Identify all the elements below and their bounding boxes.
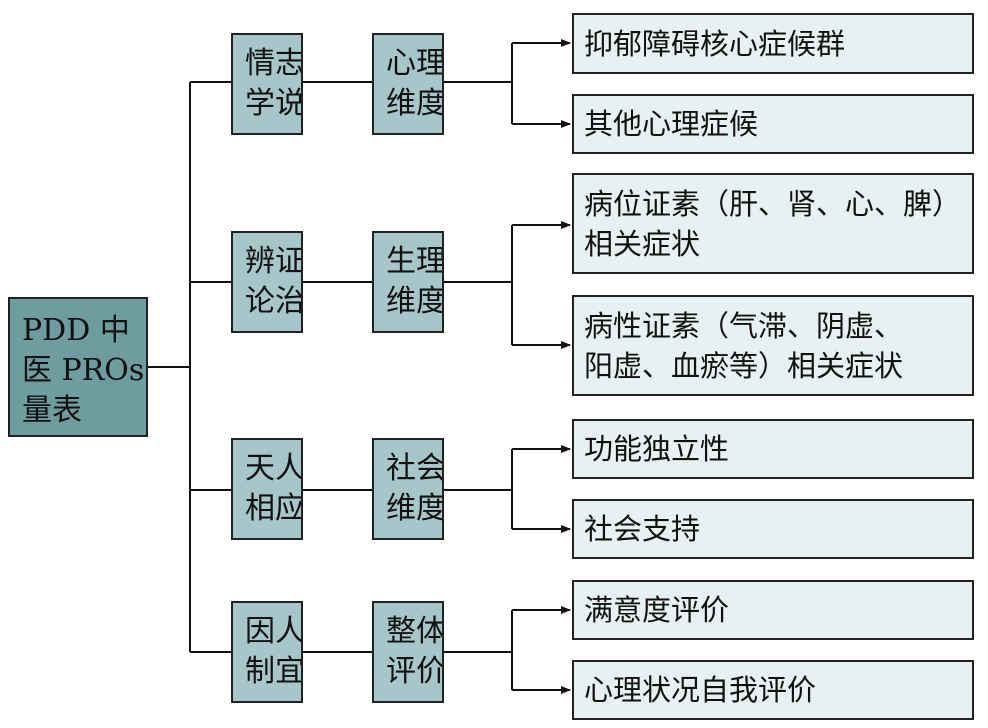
- leaf-label: 阳虚、血瘀等）相关症状: [584, 348, 904, 383]
- category-label: 天人: [245, 451, 303, 486]
- leaf-label: 功能独立性: [584, 432, 730, 466]
- root-node: PDD 中 医 PROs 量表: [8, 297, 148, 437]
- leaf-node: 心理状况自我评价: [572, 660, 974, 720]
- leaf-label: 相关症状: [584, 226, 701, 261]
- leaf-label: 心理状况自我评价: [584, 673, 817, 707]
- category-node-individual: 因人 制宜: [231, 601, 303, 703]
- category-node-emotion: 情志 学说: [231, 33, 303, 135]
- category-label: 制宜: [245, 654, 303, 689]
- category-label: 论治: [245, 284, 303, 319]
- root-label-line-3: 量表: [22, 393, 82, 428]
- dimension-node-social: 社会 维度: [372, 438, 444, 540]
- category-label: 因人: [245, 614, 303, 649]
- category-label: 辨证: [245, 244, 303, 279]
- leaf-label: 其他心理症候: [584, 107, 759, 141]
- leaf-label: 病位证素（肝、肾、心、脾）: [584, 186, 962, 221]
- dimension-label: 维度: [386, 86, 444, 121]
- dimension-label: 社会: [386, 451, 444, 486]
- dimension-label: 评价: [386, 654, 444, 689]
- leaf-node: 社会支持: [572, 499, 974, 559]
- leaf-label: 社会支持: [584, 512, 701, 546]
- leaf-node: 抑郁障碍核心症候群: [572, 13, 974, 74]
- leaf-node: 病性证素（气滞、阴虚、 阳虚、血瘀等）相关症状: [572, 295, 974, 396]
- category-node-nature: 天人 相应: [231, 438, 303, 540]
- dimension-node-psychological: 心理 维度: [372, 33, 444, 135]
- dimension-label: 维度: [386, 491, 444, 526]
- category-label: 相应: [245, 491, 303, 526]
- leaf-node: 功能独立性: [572, 419, 974, 479]
- dimension-label: 维度: [386, 284, 444, 319]
- dimension-node-overall: 整体 评价: [372, 601, 444, 703]
- leaf-label: 抑郁障碍核心症候群: [584, 26, 846, 61]
- leaf-node: 病位证素（肝、肾、心、脾） 相关症状: [572, 173, 974, 274]
- dimension-label: 生理: [386, 244, 444, 279]
- leaf-label: 满意度评价: [584, 593, 730, 627]
- category-label: 学说: [245, 86, 303, 121]
- root-label-line-1: PDD 中: [22, 313, 130, 348]
- leaf-node: 满意度评价: [572, 580, 974, 640]
- category-node-syndrome: 辨证 论治: [231, 231, 303, 333]
- dimension-node-physiological: 生理 维度: [372, 231, 444, 333]
- leaf-label: 病性证素（气滞、阴虚、: [584, 308, 904, 343]
- dimension-label: 整体: [386, 614, 444, 649]
- category-label: 情志: [245, 46, 303, 81]
- dimension-label: 心理: [386, 46, 444, 81]
- leaf-node: 其他心理症候: [572, 94, 974, 154]
- root-label-line-2: 医 PROs: [22, 353, 145, 388]
